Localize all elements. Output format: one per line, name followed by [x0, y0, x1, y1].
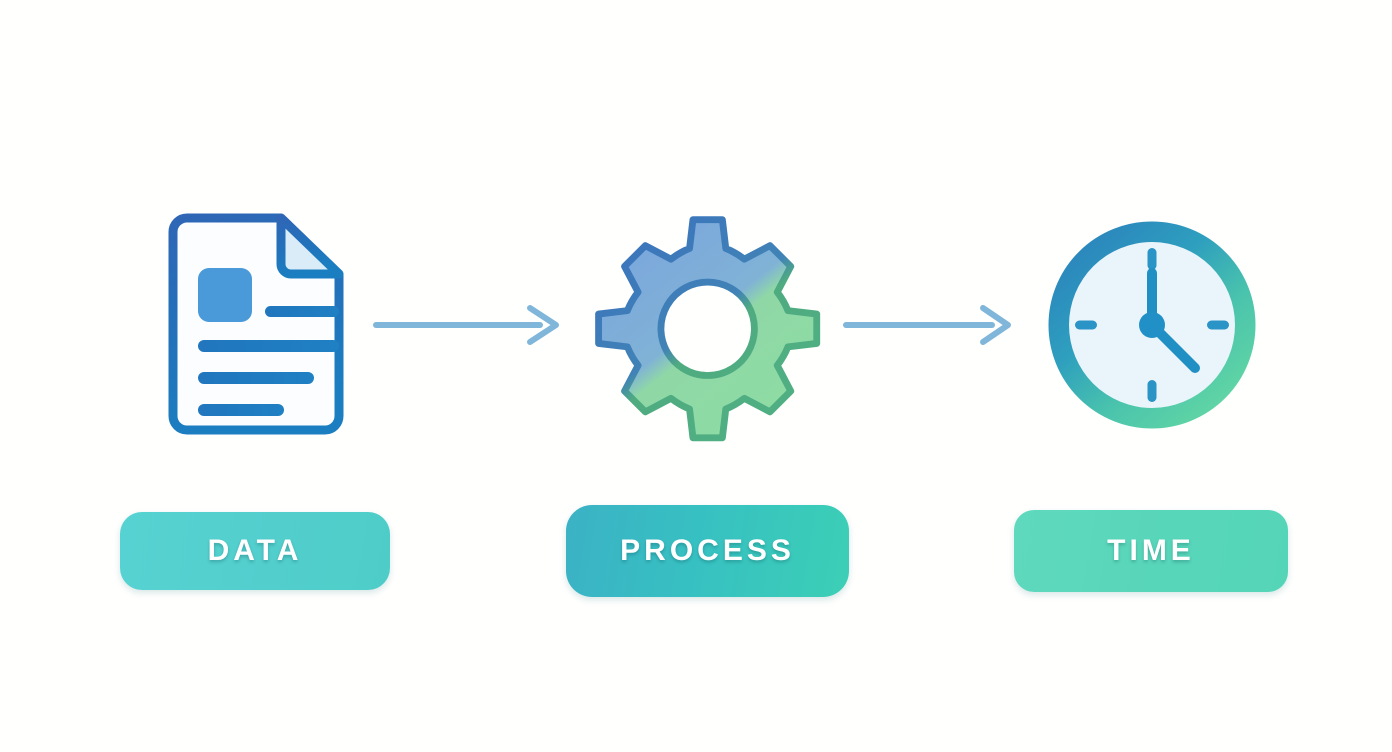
- arrow-head-icon: [980, 305, 1011, 345]
- clock-bezel: [1048, 221, 1256, 429]
- clock-tick-3-icon: [1207, 320, 1229, 330]
- document-text-line: [198, 372, 314, 384]
- document-thumbnail-block: [198, 268, 252, 322]
- clock-tick-9-icon: [1075, 320, 1097, 330]
- clock-center-pin: [1139, 312, 1165, 338]
- document-fold-icon: [276, 213, 344, 279]
- gear-body-shape: [595, 216, 821, 442]
- arrow-process-to-time: [840, 300, 1040, 350]
- clock-tick-12-icon: [1147, 248, 1157, 270]
- flow-row: [0, 195, 1392, 455]
- document-icon[interactable]: [123, 195, 383, 455]
- document-text-line: [198, 404, 284, 416]
- gear-icon[interactable]: [578, 195, 838, 455]
- stage-label-time[interactable]: TIME: [1014, 510, 1288, 592]
- arrow-head-icon: [527, 305, 559, 345]
- document-text-line: [265, 306, 339, 317]
- clock-icon[interactable]: [1022, 195, 1282, 455]
- stage-label-row: DATA PROCESS TIME: [0, 505, 1392, 600]
- arrow-data-to-process: [370, 300, 570, 350]
- clock-tick-6-icon: [1147, 380, 1157, 402]
- document-text-line: [198, 340, 339, 352]
- stage-label-data[interactable]: DATA: [120, 512, 390, 590]
- stage-label-process[interactable]: PROCESS: [566, 505, 849, 597]
